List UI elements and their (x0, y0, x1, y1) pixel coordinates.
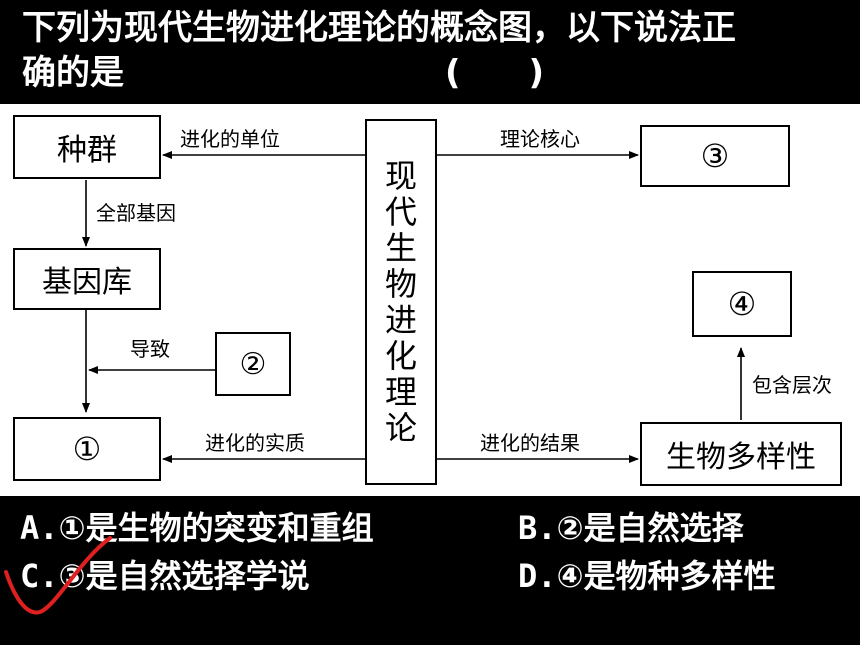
answer-parentheses: ( ) (445, 53, 545, 93)
diagram-arrows (82, 151, 745, 463)
option-d: D.④是物种多样性 (518, 556, 776, 596)
question-line-2: 确的是 (22, 53, 124, 93)
label-core: 理论核心 (500, 127, 580, 151)
box-one: ① (13, 417, 161, 481)
option-c-text: ③是自然选择学说 (58, 557, 310, 595)
option-a-letter: A. (20, 509, 59, 547)
box-three: ③ (640, 125, 790, 187)
option-c-letter: C. (20, 557, 59, 595)
option-a: A.①是生物的突变和重组 (20, 508, 374, 548)
option-a-text: ①是生物的突变和重组 (58, 509, 374, 547)
option-b-letter: B. (518, 509, 557, 547)
label-unit: 进化的单位 (180, 127, 280, 151)
box-gene-pool: 基因库 (13, 248, 161, 310)
option-c: C.③是自然选择学说 (20, 556, 310, 596)
box-population-text: 种群 (57, 133, 117, 168)
box-population: 种群 (13, 115, 161, 179)
option-b-text: ②是自然选择 (556, 509, 744, 547)
box-center: 现代生物进化理论 (365, 119, 437, 485)
concept-diagram: 种群 基因库 ① ② 现代生物进化理论 ③ ④ 生物多样性 进化的单位 全部基因… (0, 104, 860, 496)
red-check-mark (4, 536, 112, 615)
label-result: 进化的结果 (480, 431, 580, 455)
box-biodiversity-text: 生物多样性 (666, 440, 816, 475)
label-leads-to: 导致 (130, 337, 170, 361)
box-four-text: ④ (727, 285, 757, 323)
box-gene-pool-text: 基因库 (42, 265, 132, 300)
box-center-text: 现代生物进化理论 (385, 157, 418, 447)
label-levels: 包含层次 (752, 373, 832, 397)
box-biodiversity: 生物多样性 (640, 422, 842, 486)
option-b: B.②是自然选择 (518, 508, 744, 548)
option-d-letter: D. (518, 557, 557, 595)
label-all-genes: 全部基因 (96, 201, 176, 225)
question-line-1: 下列为现代生物进化理论的概念图，以下说法正 (22, 8, 736, 48)
box-two: ② (215, 332, 291, 396)
box-one-text: ① (72, 430, 102, 468)
box-two-text: ② (239, 346, 267, 382)
option-d-text: ④是物种多样性 (556, 557, 776, 595)
box-four: ④ (692, 271, 792, 337)
box-three-text: ③ (700, 137, 730, 175)
label-essence: 进化的实质 (205, 431, 305, 455)
